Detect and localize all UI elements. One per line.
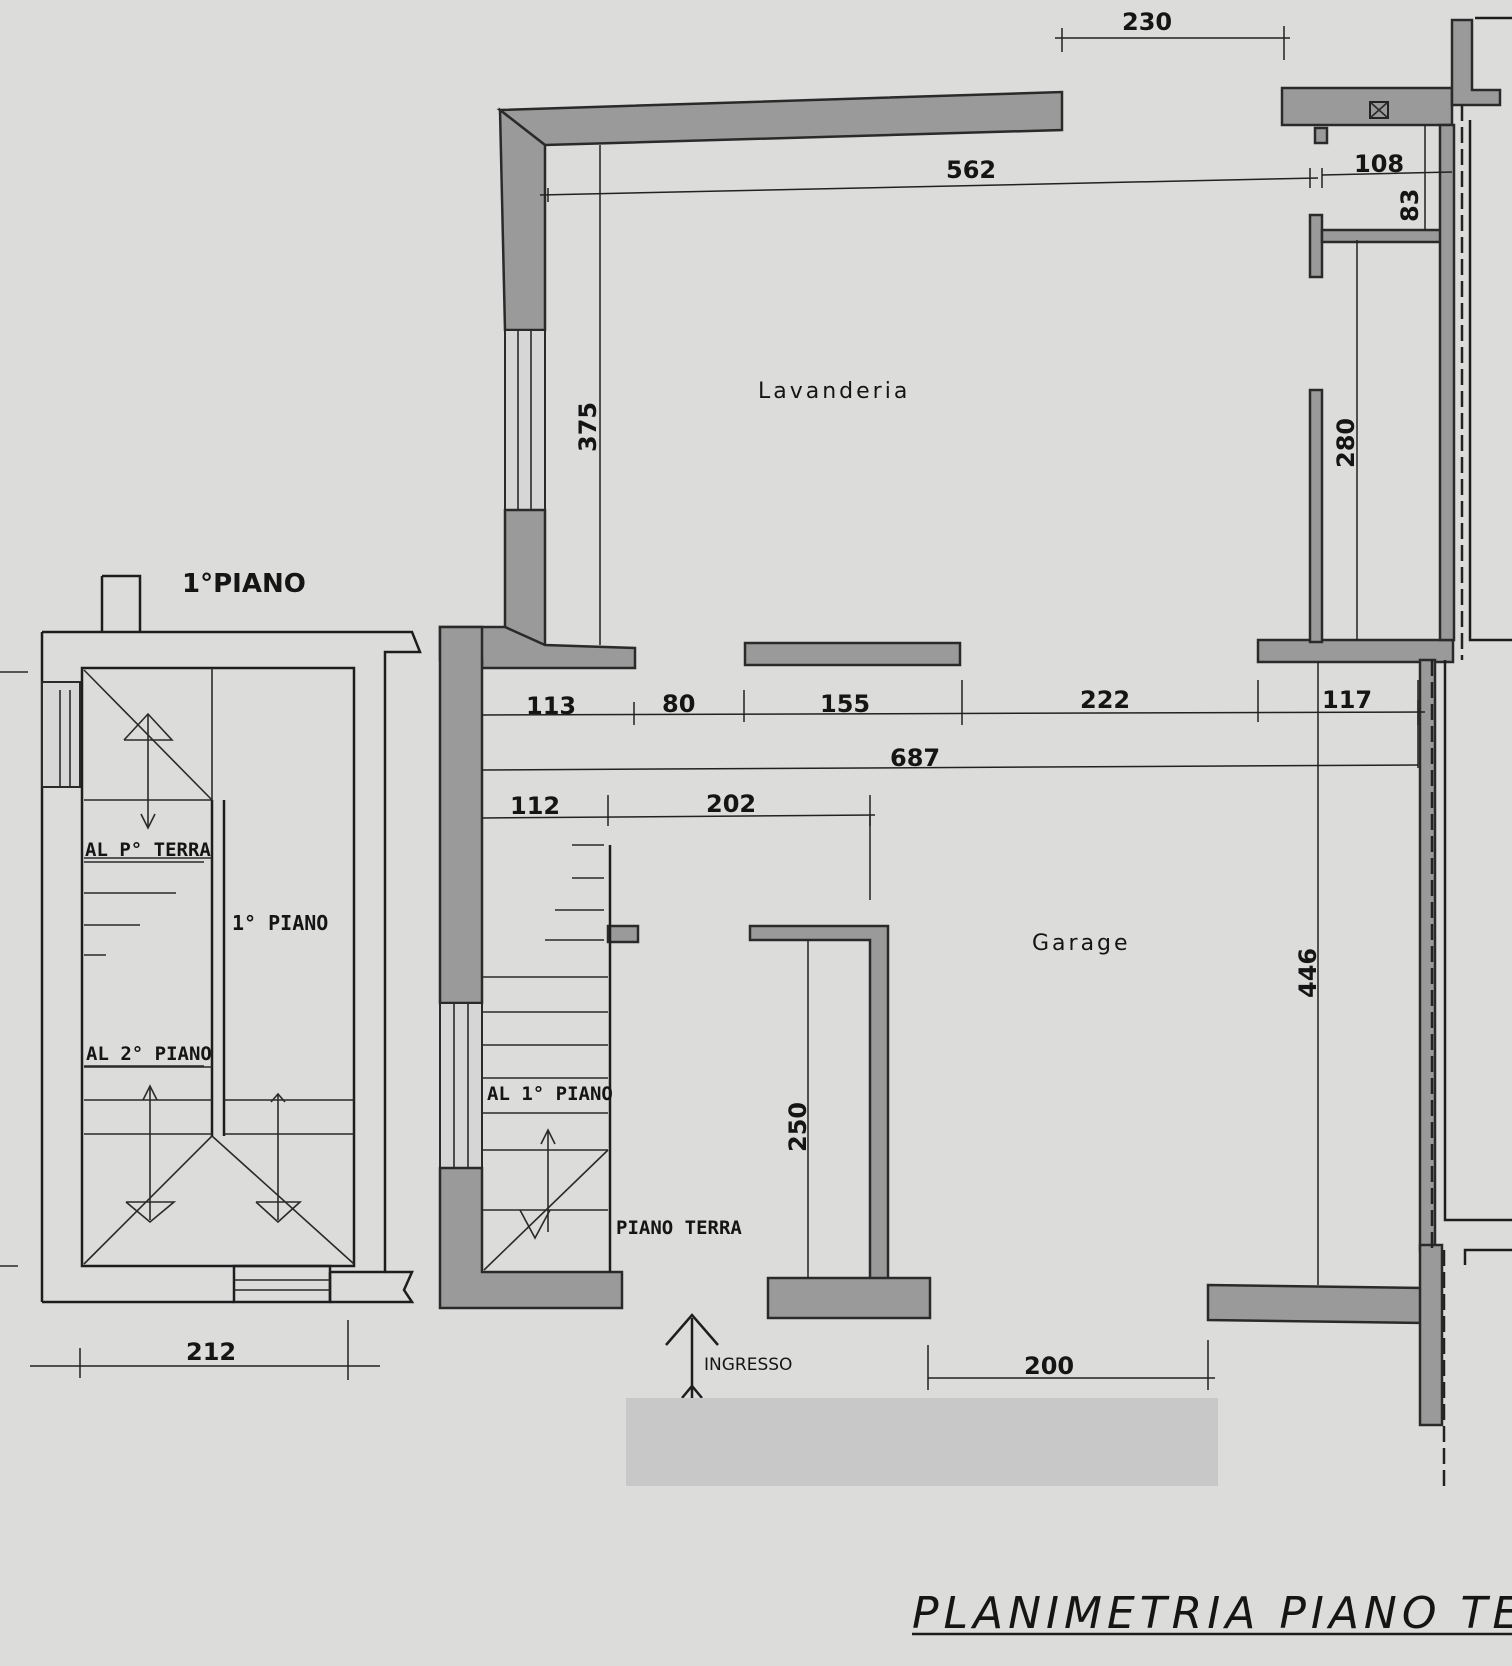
dim-212: 212 [186,1338,236,1366]
laundry-bottom-wall-right [1256,638,1455,664]
stair-label-ground: PIANO TERRA [616,1217,742,1239]
dim-80: 80 [662,690,695,718]
dim-446: 446 [1294,948,1322,998]
dim-117: 117 [1322,686,1372,714]
main-stair [482,844,612,1272]
property-boundary [1430,16,1512,1490]
right-room-left-wall [1308,388,1324,644]
right-room-stub [1313,126,1329,145]
dim-222: 222 [1080,686,1130,714]
redacted-area [626,1398,1218,1486]
garage-window [439,1002,483,1169]
dim-202: 202 [706,790,756,818]
dim-155: 155 [820,690,870,718]
main-walls [438,18,1502,1427]
top-right-pier [1450,18,1502,107]
center-partition-wall [748,924,890,1282]
right-room-top-wall [1280,86,1454,127]
dim-112: 112 [510,792,560,820]
dim-200: 200 [1024,1352,1074,1380]
laundry-bottom-wall-middle [743,641,962,667]
stair-stub [606,924,640,944]
garage-right-wall-lower [1418,1243,1444,1427]
laundry-left-wall-upper [498,107,547,332]
dim-562: 562 [946,156,996,184]
first-floor-plan [0,574,422,1304]
center-partition-base [766,1276,932,1320]
dim-113: 113 [526,692,576,720]
dim-108: 108 [1354,150,1404,178]
right-room-door-jamb [1308,213,1324,279]
dim-230: 230 [1122,8,1172,36]
stair-well [80,666,356,1268]
dimension-lines [30,26,1453,1390]
laundry-left-wall-lower [503,508,547,647]
right-room-right-wall [1438,123,1456,642]
room-label-garage: Garage [1032,931,1131,956]
garage-left-wall-upper [438,625,484,1005]
entrance-label: INGRESSO [704,1355,792,1375]
dim-375: 375 [574,402,602,452]
stair-label-to-first: AL 1° PIANO [487,1083,613,1105]
garage-bottom-wall-right [1206,1283,1427,1325]
dim-250: 250 [784,1102,812,1152]
laundry-top-wall [496,90,1064,147]
entrance-arrow [665,1313,719,1400]
first-floor-title: 1°PIANO [182,569,306,599]
right-room-inner-wall [1320,228,1454,244]
dim-280: 280 [1332,418,1360,468]
stair-label-to-ground: AL P° TERRA [85,839,211,861]
labels: Lavanderia Garage 1°PIANO AL P° TERRA 1°… [85,8,1512,1639]
laundry-window [504,329,546,511]
room-label-laundry: Lavanderia [758,379,910,404]
stair-label-to-second: AL 2° PIANO [86,1043,212,1065]
vent-box [1369,101,1389,119]
dim-83: 83 [1396,189,1424,222]
stair-label-first-floor: 1° PIANO [232,911,328,935]
dim-687: 687 [890,744,940,772]
first-floor-window [41,681,81,788]
garage-left-wall-lower [438,1166,624,1310]
drawing-title: PLANIMETRIA PIANO TERRA [912,1588,1512,1639]
